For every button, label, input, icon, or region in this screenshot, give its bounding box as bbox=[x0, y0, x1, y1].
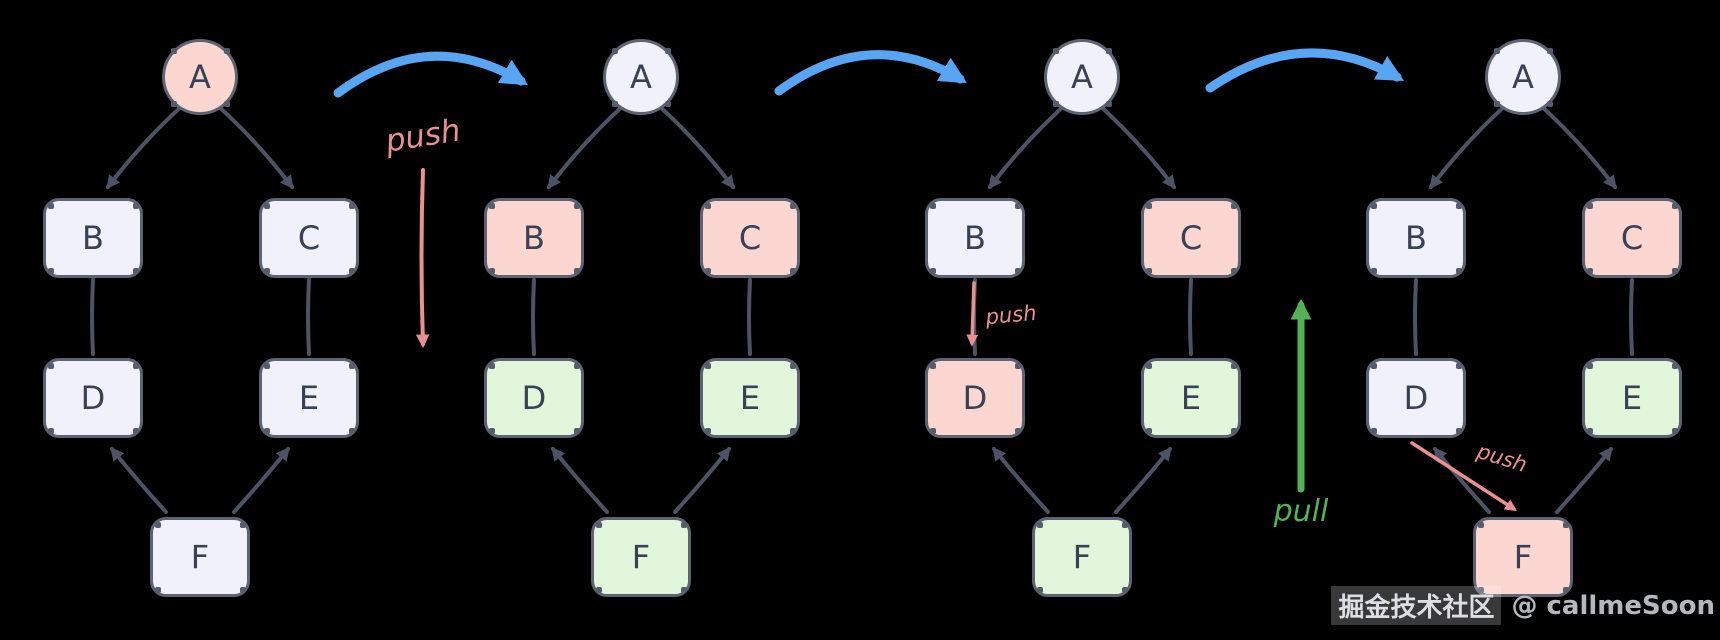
stage-2-node-B: B bbox=[484, 198, 584, 278]
node-label: F bbox=[1513, 538, 1533, 576]
stage-3-node-B: B bbox=[925, 198, 1025, 278]
pull-label: pull bbox=[1273, 494, 1329, 529]
node-label: A bbox=[630, 58, 652, 96]
push-arrow-d-to-f bbox=[1410, 441, 1517, 511]
node-label: D bbox=[962, 379, 988, 417]
node-label: E bbox=[739, 379, 761, 417]
node-label: E bbox=[298, 379, 320, 417]
stage-2-tree: A B C D E F bbox=[421, 0, 861, 640]
transition-arrow-2 bbox=[774, 50, 967, 96]
node-label: D bbox=[1403, 379, 1429, 417]
stage-1-node-D: D bbox=[43, 358, 143, 438]
stage-3-node-C: C bbox=[1141, 198, 1241, 278]
node-label: A bbox=[1512, 58, 1534, 96]
node-label: C bbox=[1620, 219, 1644, 257]
watermark: 掘金技术社区 @ callmeSoon bbox=[1331, 586, 1715, 625]
node-label: D bbox=[80, 379, 106, 417]
node-label: B bbox=[964, 219, 986, 257]
stage-4-node-C: C bbox=[1582, 198, 1682, 278]
watermark-handle: @ callmeSoon bbox=[1511, 590, 1715, 621]
node-label: A bbox=[189, 58, 211, 96]
watermark-community-badge: 掘金技术社区 bbox=[1331, 586, 1502, 625]
transition-arrow-3 bbox=[1205, 48, 1405, 93]
transition-arrow-1 bbox=[333, 51, 528, 98]
stage-1-node-F: F bbox=[150, 517, 250, 597]
node-label: C bbox=[738, 219, 762, 257]
node-label: E bbox=[1180, 379, 1202, 417]
stage-1-node-B: B bbox=[43, 198, 143, 278]
stage-4-node-D: D bbox=[1366, 358, 1466, 438]
node-label: E bbox=[1621, 379, 1643, 417]
stage-1-node-C: C bbox=[259, 198, 359, 278]
push-arrow-b-to-d bbox=[966, 281, 979, 347]
stage-3-node-A: A bbox=[1044, 39, 1120, 115]
stage-3-tree: A B C D E F bbox=[862, 0, 1302, 640]
node-label: C bbox=[1179, 219, 1203, 257]
stage-2-node-C: C bbox=[700, 198, 800, 278]
stage-2-node-D: D bbox=[484, 358, 584, 438]
stage-3-node-D: D bbox=[925, 358, 1025, 438]
stage-4-node-F: F bbox=[1473, 517, 1573, 597]
stage-1-node-E: E bbox=[259, 358, 359, 438]
stage-4-node-A: A bbox=[1485, 39, 1561, 115]
stage-2-node-A: A bbox=[603, 39, 679, 115]
node-label: A bbox=[1071, 58, 1093, 96]
stage-2-node-E: E bbox=[700, 358, 800, 438]
node-label: F bbox=[631, 538, 651, 576]
node-label: F bbox=[1072, 538, 1092, 576]
stage-1-tree: A B C D E F bbox=[0, 0, 420, 640]
stage-3-node-F: F bbox=[1032, 517, 1132, 597]
stage-1-node-A: A bbox=[162, 39, 238, 115]
push-arrow-transition bbox=[415, 168, 430, 349]
node-label: F bbox=[190, 538, 210, 576]
node-label: B bbox=[523, 219, 545, 257]
stage-3-node-E: E bbox=[1141, 358, 1241, 438]
node-label: B bbox=[82, 219, 104, 257]
node-label: D bbox=[521, 379, 547, 417]
node-label: B bbox=[1405, 219, 1427, 257]
stage-4-node-B: B bbox=[1366, 198, 1466, 278]
stage-4-node-E: E bbox=[1582, 358, 1682, 438]
stage-2-node-F: F bbox=[591, 517, 691, 597]
node-label: C bbox=[297, 219, 321, 257]
stage-4-tree: A B C D E F bbox=[1303, 0, 1720, 640]
